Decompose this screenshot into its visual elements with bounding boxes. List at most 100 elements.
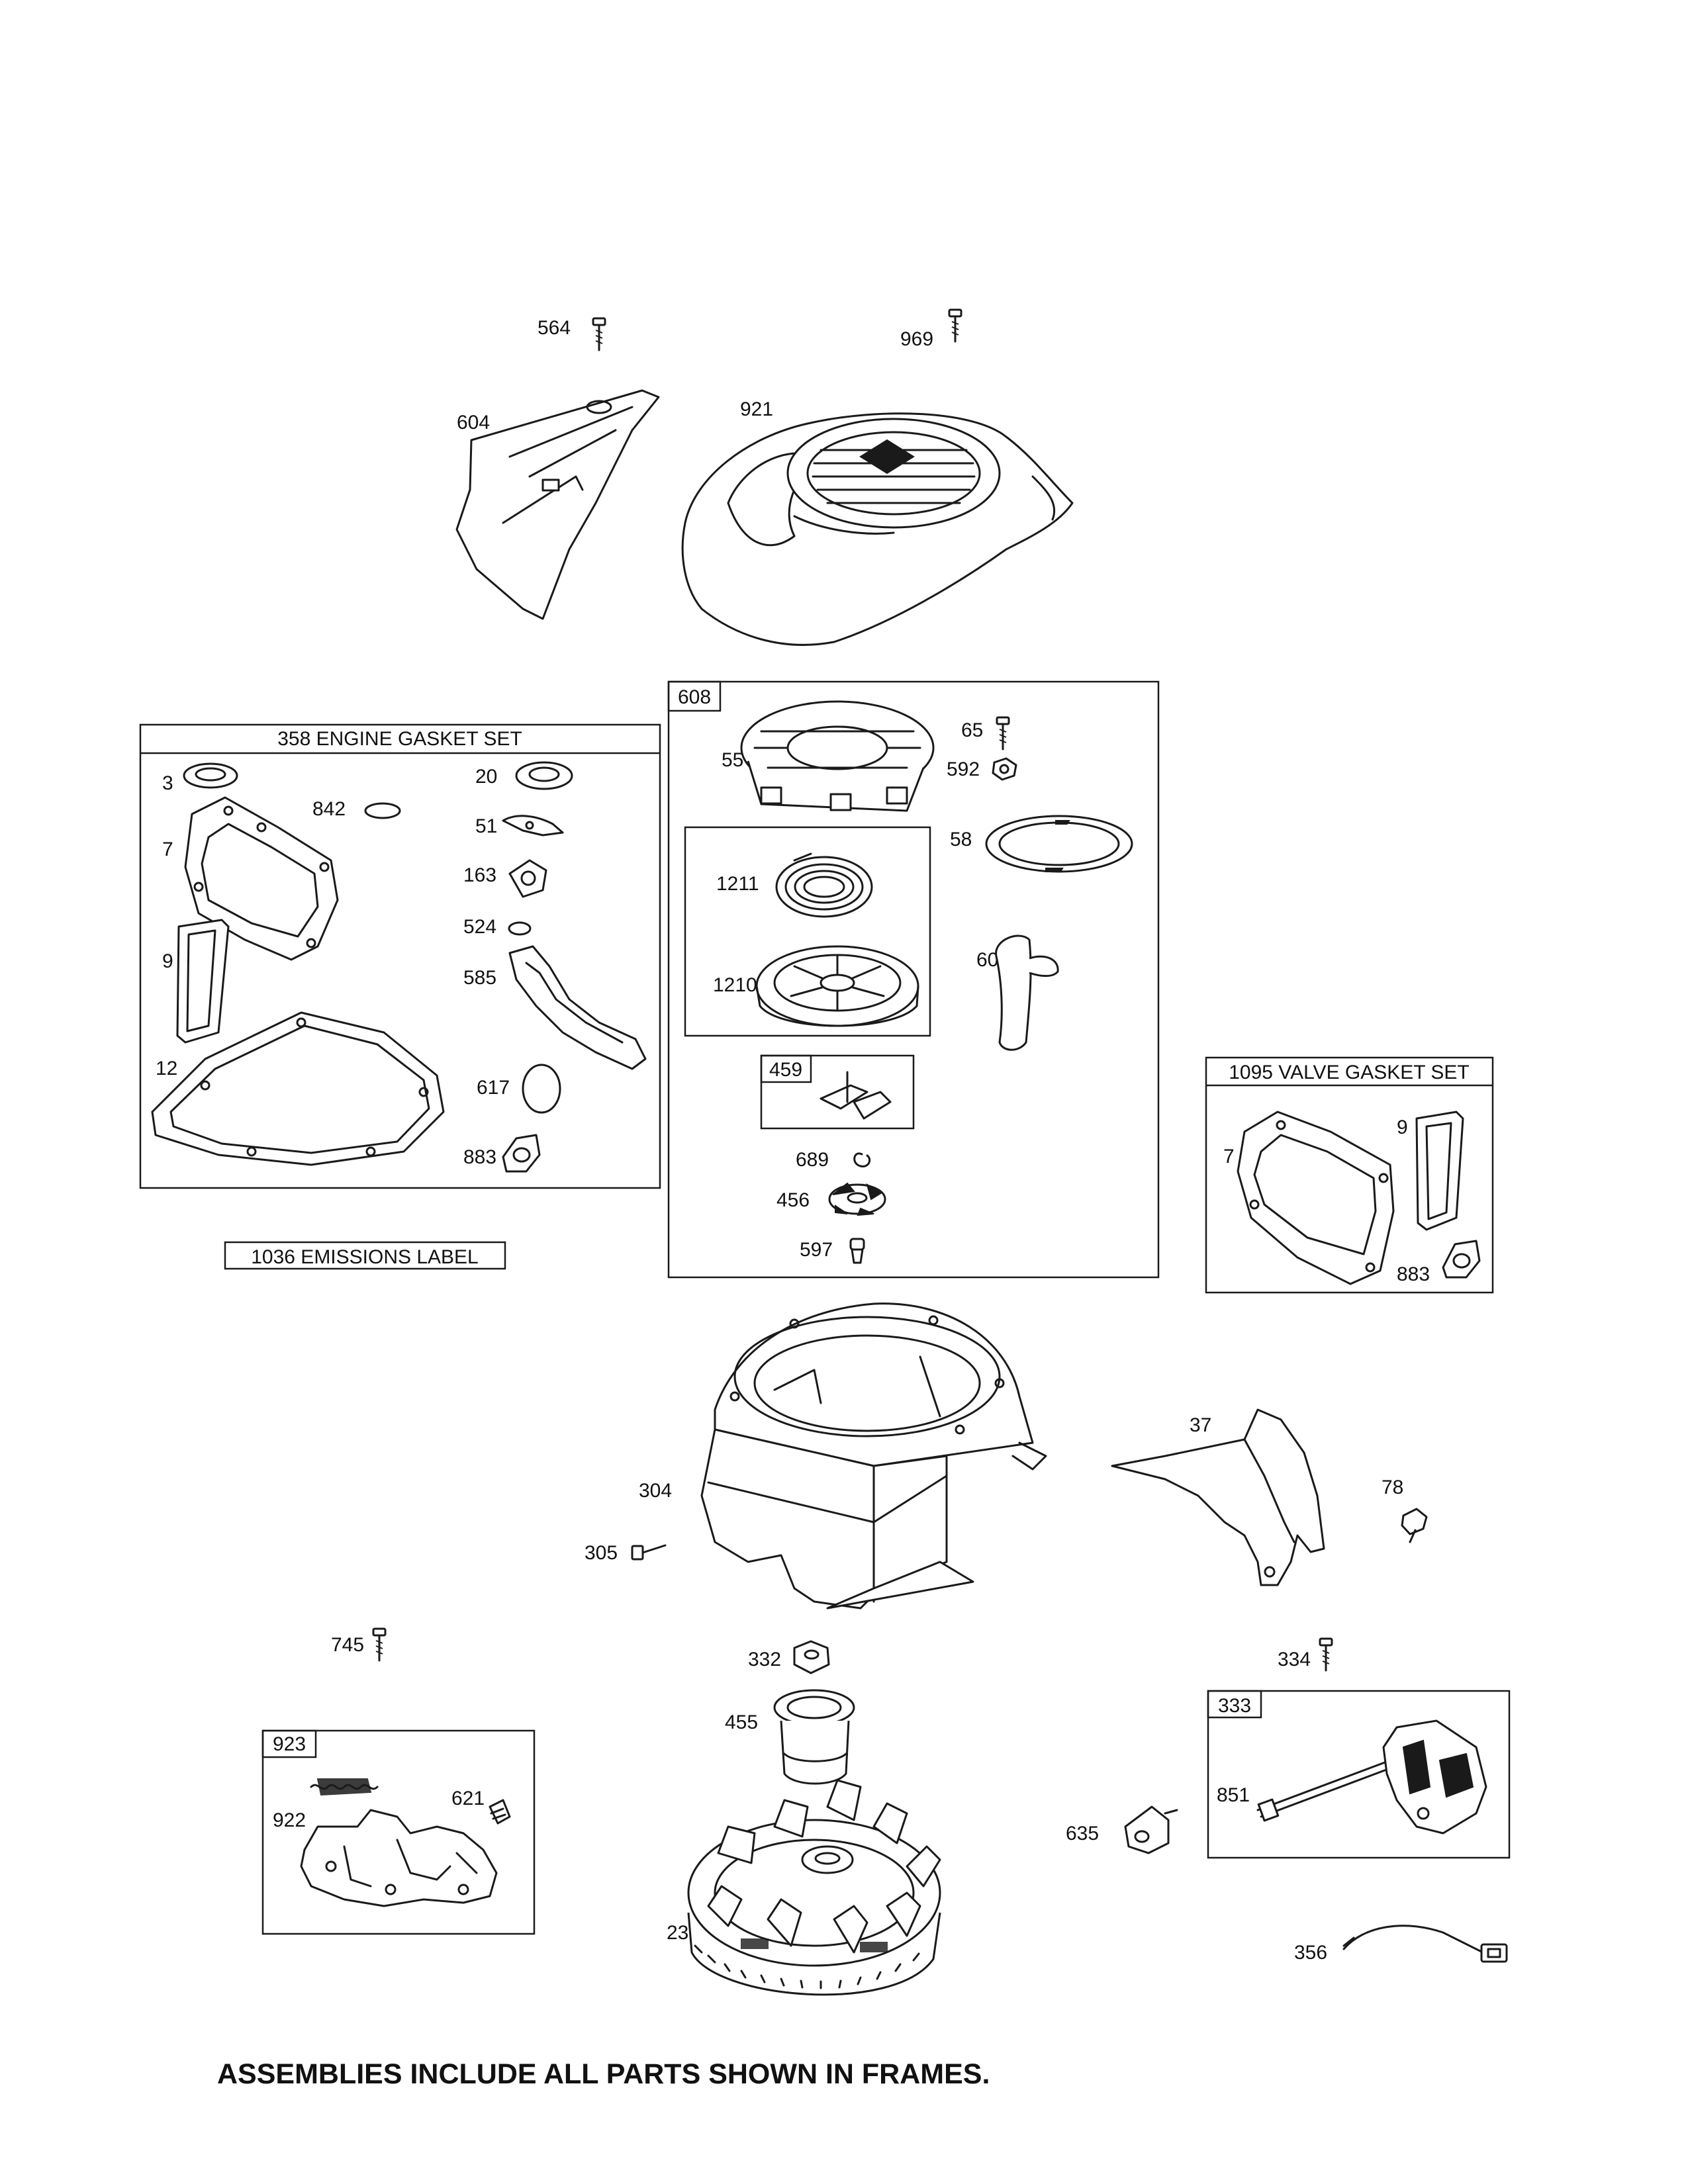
bracket-37 — [1111, 1408, 1325, 1586]
label-842: 842 — [312, 798, 346, 820]
label-60: 60 — [976, 949, 998, 971]
head-gasket-v7 — [1237, 1111, 1395, 1285]
handle-60 — [995, 934, 1059, 1051]
emissions-label-frame — [224, 1241, 506, 1270]
starter-rope-58 — [985, 815, 1133, 873]
spark-plug-boot-635 — [1124, 1805, 1178, 1854]
engine-gasket-set-frame — [139, 723, 661, 1189]
ring-842 — [364, 802, 401, 819]
assemblies-footnote: ASSEMBLIES INCLUDE ALL PARTS SHOWN IN FR… — [217, 2058, 990, 2090]
ground-wire-356 — [1342, 1925, 1508, 1963]
label-922: 922 — [273, 1809, 306, 1831]
blower-housing-921 — [681, 412, 1074, 646]
oring-617 — [522, 1064, 561, 1114]
label-3: 3 — [162, 772, 173, 794]
gasket-883 — [502, 1134, 541, 1173]
recoil-spring-1211 — [775, 852, 873, 918]
label-851: 851 — [1217, 1784, 1250, 1806]
label-585: 585 — [463, 967, 496, 989]
gasket-9 — [176, 919, 230, 1044]
label-7: 7 — [162, 839, 173, 860]
label-524: 524 — [463, 916, 496, 938]
label-745: 745 — [331, 1634, 364, 1656]
label-v883: 883 — [1397, 1263, 1430, 1285]
pulley-1210 — [755, 945, 919, 1027]
label-604: 604 — [457, 412, 490, 433]
label-356: 356 — [1294, 1942, 1327, 1964]
label-635: 635 — [1066, 1823, 1099, 1844]
governor-spring — [310, 1778, 379, 1796]
gasket-585 — [508, 945, 647, 1070]
engine-gasket-set-title: 358 ENGINE GASKET SET — [277, 728, 522, 750]
gasket-163 — [508, 859, 547, 898]
governor-lever-621 — [489, 1799, 511, 1825]
bolt-334 — [1319, 1637, 1333, 1672]
seal-3 — [183, 762, 238, 789]
bolt-305 — [631, 1544, 667, 1561]
crankcase-gasket-12 — [151, 1011, 445, 1166]
cup-456 — [828, 1182, 886, 1216]
label-564: 564 — [538, 317, 571, 339]
gasket-v883 — [1442, 1240, 1481, 1279]
gasket-51 — [502, 815, 564, 837]
label-78: 78 — [1382, 1477, 1403, 1498]
label-921: 921 — [740, 398, 773, 420]
label-12: 12 — [156, 1058, 177, 1079]
label-55: 55 — [722, 749, 743, 771]
fan-retainer-455 — [773, 1689, 855, 1785]
label-v9: 9 — [1397, 1116, 1408, 1138]
gasket-v9 — [1415, 1111, 1464, 1231]
label-592: 592 — [947, 758, 980, 780]
starter-housing-55 — [740, 700, 935, 812]
starter-frame-number: 608 — [678, 686, 711, 708]
label-23: 23 — [667, 1922, 688, 1944]
pawl-frame-459 — [760, 1054, 915, 1130]
label-621: 621 — [451, 1788, 485, 1809]
rewind-starter-frame — [667, 680, 1160, 1279]
bolt-78 — [1401, 1508, 1428, 1543]
head-gasket-7 — [184, 796, 339, 961]
label-456: 456 — [776, 1189, 810, 1211]
pawl-frame-number: 459 — [769, 1059, 802, 1081]
label-51: 51 — [475, 815, 497, 837]
pulley-spring-frame — [684, 826, 931, 1037]
label-334: 334 — [1278, 1649, 1311, 1670]
nut-332 — [793, 1640, 830, 1674]
bolt-65 — [996, 716, 1010, 751]
label-332: 332 — [748, 1649, 781, 1670]
nut-592 — [992, 757, 1017, 781]
label-305: 305 — [585, 1542, 618, 1564]
label-304: 304 — [639, 1480, 672, 1502]
bolt-564 — [592, 317, 606, 351]
valve-gasket-set-title: 1095 VALVE GASKET SET — [1229, 1062, 1470, 1083]
ring-524 — [508, 921, 532, 936]
label-969: 969 — [900, 328, 933, 350]
governor-frame-number: 923 — [273, 1733, 306, 1755]
label-163: 163 — [463, 864, 496, 886]
label-20: 20 — [475, 766, 497, 788]
label-617: 617 — [477, 1077, 510, 1099]
seal-20 — [515, 761, 573, 790]
label-v7: 7 — [1223, 1146, 1235, 1167]
blower-housing-304 — [700, 1302, 1047, 1610]
flywheel-23 — [687, 1779, 941, 1996]
label-883: 883 — [463, 1146, 496, 1168]
debris-shield-604 — [455, 389, 660, 620]
control-bracket-922 — [300, 1809, 498, 1907]
governor-frame-923 — [261, 1729, 536, 1935]
label-1210: 1210 — [713, 974, 757, 996]
label-9: 9 — [162, 950, 173, 972]
label-689: 689 — [796, 1149, 829, 1171]
label-597: 597 — [800, 1239, 833, 1261]
ring-689 — [853, 1152, 871, 1167]
valve-gasket-set-frame — [1205, 1056, 1494, 1294]
bolt-969 — [948, 308, 962, 343]
label-65: 65 — [961, 719, 983, 741]
label-37: 37 — [1190, 1414, 1211, 1436]
pawl-459 — [820, 1071, 892, 1120]
bolt-745 — [372, 1627, 387, 1662]
label-58: 58 — [950, 829, 972, 850]
armature-frame-333 — [1207, 1690, 1511, 1859]
ignition-armature-333 — [1256, 1719, 1487, 1835]
